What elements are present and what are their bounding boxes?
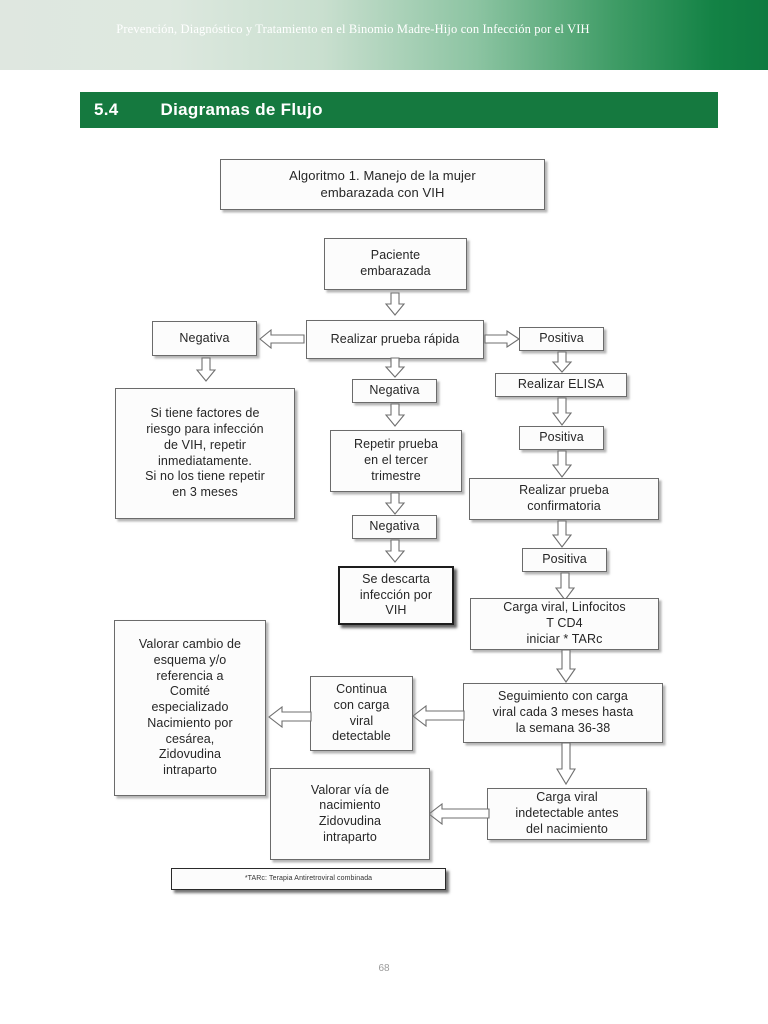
arrow-down-negativa1-to-factores	[195, 357, 217, 382]
node-negativa-3: Negativa	[352, 515, 437, 539]
node-label: Negativa	[179, 330, 230, 345]
diagram-title-box: Algoritmo 1. Manejo de la mujer embaraza…	[220, 159, 545, 210]
node-label: Valorar vía de nacimiento Zidovudina int…	[310, 782, 390, 844]
node-seguimiento-carga-viral: Seguimiento con carga viral cada 3 meses…	[463, 683, 663, 743]
node-label: Positiva	[542, 552, 587, 567]
node-label: Paciente embarazada	[360, 248, 431, 278]
node-label: Carga viral indetectable antes del nacim…	[515, 790, 619, 836]
node-label: Positiva	[539, 331, 584, 346]
node-negativa-1: Negativa	[152, 321, 257, 356]
diagram-title-text: Algoritmo 1. Manejo de la mujer embaraza…	[289, 168, 476, 200]
arrow-down-seguimiento-to-indetectable	[556, 742, 576, 786]
section-number: 5.4	[94, 100, 119, 119]
node-paciente-embarazada: Paciente embarazada	[324, 238, 467, 290]
node-valorar-via-nacimiento: Valorar vía de nacimiento Zidovudina int…	[270, 768, 430, 860]
node-carga-indetectable: Carga viral indetectable antes del nacim…	[487, 788, 647, 840]
node-label: Realizar prueba confirmatoria	[519, 483, 609, 513]
arrow-down-positiva2-to-confirmatoria	[551, 450, 573, 478]
node-positiva-1: Positiva	[519, 327, 604, 351]
node-label: Valorar cambio de esquema y/o referencia…	[138, 637, 242, 778]
node-realizar-prueba-rapida: Realizar prueba rápida	[306, 320, 484, 359]
node-repetir-tercer-trimestre: Repetir prueba en el tercer trimestre	[330, 430, 462, 492]
arrow-down-elisa-to-positiva2	[551, 397, 573, 426]
node-label: Realizar prueba rápida	[330, 331, 460, 346]
arrow-down-positiva1-to-elisa	[551, 351, 573, 373]
node-prueba-confirmatoria: Realizar prueba confirmatoria	[469, 478, 659, 520]
node-label: Si tiene factores de riesgo para infecci…	[145, 406, 265, 499]
node-label: Realizar ELISA	[517, 377, 605, 392]
page-number: 68	[378, 963, 390, 974]
arrow-left-continua-to-valorar-cambio	[268, 705, 312, 729]
arrow-right-prueba-to-positiva	[484, 329, 520, 349]
node-realizar-elisa: Realizar ELISA	[495, 373, 627, 397]
node-label: Continua con carga viral detectable	[332, 682, 391, 744]
arrow-down-paciente-to-prueba	[384, 292, 406, 316]
arrow-down-prueba-to-negativa2	[384, 357, 406, 378]
node-carga-viral-linfocitos: Carga viral, Linfocitos T CD4 iniciar * …	[470, 598, 659, 650]
arrow-left-prueba-to-negativa	[259, 328, 305, 350]
section-title-text: Diagramas de Flujo	[160, 100, 323, 119]
arrow-down-negativa2-to-repetir	[384, 403, 406, 427]
node-label: Se descarta infección por VIH	[359, 571, 433, 618]
node-label: Seguimiento con carga viral cada 3 meses…	[492, 689, 634, 735]
running-header-title: Prevención, Diagnóstico y Tratamiento en…	[116, 22, 590, 36]
node-factores-riesgo: Si tiene factores de riesgo para infecci…	[115, 388, 295, 519]
node-label: Negativa	[369, 519, 420, 534]
node-positiva-3: Positiva	[522, 548, 607, 572]
arrow-down-negativa3-to-descarta	[384, 539, 406, 563]
node-valorar-cambio-esquema: Valorar cambio de esquema y/o referencia…	[114, 620, 266, 796]
footnote-tarc-box: *TARc: Terapia Antiretroviral combinada	[171, 868, 446, 890]
arrow-down-positiva3-to-cargaviral	[554, 572, 576, 601]
node-label: Negativa	[369, 383, 420, 398]
node-label: Carga viral, Linfocitos T CD4 iniciar * …	[503, 600, 626, 646]
node-label: Positiva	[539, 430, 584, 445]
node-positiva-2: Positiva	[519, 426, 604, 450]
arrow-left-seguimiento-to-continua	[412, 704, 465, 728]
page-header-band: Prevención, Diagnóstico y Tratamiento en…	[0, 0, 768, 70]
node-continua-carga-detectable: Continua con carga viral detectable	[310, 676, 413, 751]
node-se-descarta-infeccion: Se descarta infección por VIH	[338, 566, 454, 625]
arrow-down-repetir-to-negativa3	[384, 492, 406, 515]
node-negativa-2: Negativa	[352, 379, 437, 403]
node-label: Repetir prueba en el tercer trimestre	[353, 437, 439, 483]
arrow-left-indetectable-to-valorar-via	[428, 802, 490, 826]
arrow-down-confirmatoria-to-positiva3	[551, 520, 573, 548]
section-title-bar: 5.4 Diagramas de Flujo	[80, 92, 718, 128]
arrow-down-cargaviral-to-seguimiento	[555, 649, 577, 683]
footnote-text: *TARc: Terapia Antiretroviral combinada	[244, 874, 373, 882]
